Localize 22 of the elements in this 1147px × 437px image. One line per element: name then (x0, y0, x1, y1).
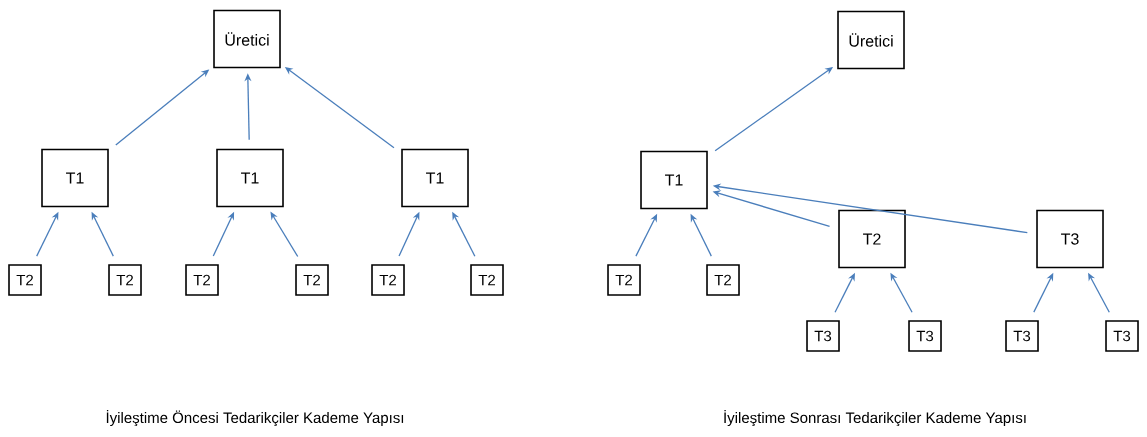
supplier-box: T1 (401, 148, 469, 208)
caption: İyileştime Öncesi Tedarikçiler Kademe Yapısı (106, 409, 404, 427)
supplier-box: T2 (295, 264, 329, 296)
supplier-box: T1 (640, 150, 708, 210)
supplier-box: T1 (216, 148, 284, 208)
caption: İyileştime Sonrası Tedarikçiler Kademe Yapısı (724, 409, 1026, 427)
supplier-box: T2 (185, 264, 219, 296)
supplier-box: T2 (706, 264, 740, 296)
supplier-box: T3 (806, 320, 840, 352)
supplier-box: T1 (41, 148, 109, 208)
supplier-box: T3 (1036, 209, 1104, 269)
supplier-box: T2 (8, 264, 42, 296)
supplier-box: T3 (908, 320, 942, 352)
supplier-box: Üretici (213, 9, 281, 69)
supplier-box: T2 (108, 264, 142, 296)
supplier-box: T2 (371, 264, 405, 296)
supplier-box: T2 (470, 264, 504, 296)
supplier-box: T2 (838, 209, 906, 269)
supplier-box: T3 (1105, 320, 1139, 352)
supplier-box: Üretici (837, 10, 905, 70)
supplier-box: T3 (1005, 320, 1039, 352)
supplier-box: T2 (607, 264, 641, 296)
